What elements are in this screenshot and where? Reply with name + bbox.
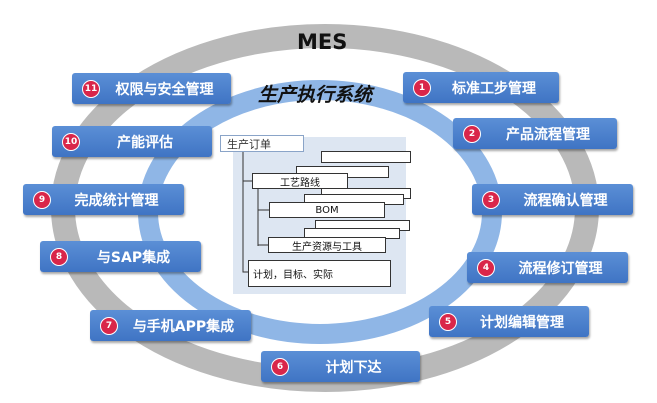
module-label: 产品流程管理 xyxy=(506,126,590,143)
module-label: 计划下达 xyxy=(325,359,382,376)
module-number-badge: 11 xyxy=(82,79,100,98)
module-label: 标准工步管理 xyxy=(452,80,536,97)
module-number-badge: 4 xyxy=(477,258,495,277)
module-number-badge: 8 xyxy=(50,247,68,266)
module-number-badge: 3 xyxy=(482,190,500,209)
module-number-badge: 6 xyxy=(271,357,289,376)
module-number-badge: 1 xyxy=(413,78,431,97)
stack-box-1 xyxy=(321,151,411,163)
module-11[interactable]: 11 权限与安全管理 xyxy=(72,73,231,104)
module-label: 权限与安全管理 xyxy=(115,81,214,98)
module-label: 与SAP集成 xyxy=(96,249,171,266)
module-10[interactable]: 10 产能评估 xyxy=(52,126,212,157)
production-order-label: 生产订单 xyxy=(220,135,304,152)
module-number-badge: 7 xyxy=(100,316,118,335)
module-label: 流程确认管理 xyxy=(523,192,608,209)
diagram-title: MES xyxy=(297,30,348,54)
process-route-box: 工艺路线 xyxy=(252,173,348,189)
module-3[interactable]: 3 流程确认管理 xyxy=(472,184,633,215)
bom-box: BOM xyxy=(269,202,385,218)
module-2[interactable]: 2 产品流程管理 xyxy=(453,118,617,149)
module-6[interactable]: 6 计划下达 xyxy=(261,351,420,382)
module-number-badge: 5 xyxy=(439,312,457,331)
module-label: 计划编辑管理 xyxy=(480,314,564,331)
module-8[interactable]: 8 与SAP集成 xyxy=(40,241,201,272)
diagram-subtitle: 生产执行系统 xyxy=(258,84,373,106)
resources-tools-box: 生产资源与工具 xyxy=(268,237,386,253)
module-number-badge: 9 xyxy=(33,190,51,209)
module-1[interactable]: 1 标准工步管理 xyxy=(403,72,559,103)
module-label: 产能评估 xyxy=(117,134,173,151)
plan-target-actual-box: 计划，目标、实际 xyxy=(248,260,391,287)
module-5[interactable]: 5 计划编辑管理 xyxy=(429,306,589,337)
module-label: 与手机APP集成 xyxy=(132,318,235,335)
module-label: 完成统计管理 xyxy=(74,192,159,209)
module-number-badge: 10 xyxy=(62,132,80,151)
module-9[interactable]: 9 完成统计管理 xyxy=(23,184,184,215)
module-7[interactable]: 7 与手机APP集成 xyxy=(90,310,251,341)
module-number-badge: 2 xyxy=(463,124,481,143)
module-4[interactable]: 4 流程修订管理 xyxy=(467,252,628,283)
module-label: 流程修订管理 xyxy=(518,260,603,277)
